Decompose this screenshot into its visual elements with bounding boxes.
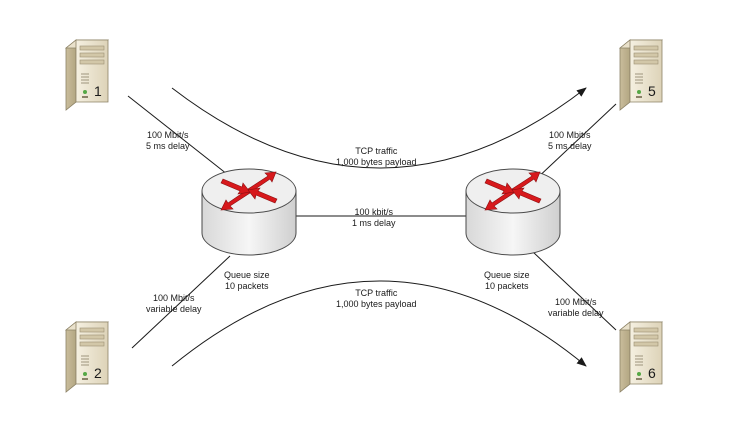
server-2: 2 bbox=[65, 321, 109, 393]
link-s1-rate: 100 Mbit/s bbox=[147, 130, 189, 140]
link-s5-label: 100 Mbit/s 5 ms delay bbox=[548, 130, 592, 152]
links bbox=[127, 95, 617, 349]
tcp-flow-bottom-label: TCP traffic 1,000 bytes payload bbox=[336, 288, 417, 310]
link-s6-delay: variable delay bbox=[548, 308, 604, 318]
router-left-queue-label: Queue size 10 packets bbox=[224, 270, 270, 292]
server-icon bbox=[619, 321, 663, 393]
server-1-label: 1 bbox=[94, 83, 102, 99]
link-s2-label: 100 Mbit/s variable delay bbox=[146, 293, 202, 315]
server-5-label: 5 bbox=[648, 83, 656, 99]
link-router-s6 bbox=[532, 251, 617, 331]
tcp-flow-bottom-title: TCP traffic bbox=[355, 288, 398, 298]
link-s5-delay: 5 ms delay bbox=[548, 141, 592, 151]
link-s2-delay: variable delay bbox=[146, 304, 202, 314]
tcp-flow-bottom-payload: 1,000 bytes payload bbox=[336, 299, 417, 309]
tcp-flow-top-payload: 1,000 bytes payload bbox=[336, 157, 417, 167]
link-s1-router bbox=[127, 95, 233, 179]
tcp-flow-top-label: TCP traffic 1,000 bytes payload bbox=[336, 146, 417, 168]
router-right bbox=[465, 168, 561, 256]
link-s1-label: 100 Mbit/s 5 ms delay bbox=[146, 130, 190, 152]
server-5: 5 bbox=[619, 39, 663, 111]
server-icon bbox=[65, 39, 109, 111]
link-s2-router bbox=[131, 255, 231, 349]
link-router-router-label: 100 kbit/s 1 ms delay bbox=[352, 207, 396, 229]
router-right-queue-label: Queue size 10 packets bbox=[484, 270, 530, 292]
server-2-label: 2 bbox=[94, 365, 102, 381]
router-right-queue-title: Queue size bbox=[484, 270, 530, 280]
link-s6-rate: 100 Mbit/s bbox=[555, 297, 597, 307]
router-left-queue-title: Queue size bbox=[224, 270, 270, 280]
server-icon bbox=[65, 321, 109, 393]
router-icon bbox=[201, 168, 297, 256]
router-icon bbox=[465, 168, 561, 256]
server-6: 6 bbox=[619, 321, 663, 393]
link-router-s5 bbox=[532, 103, 617, 183]
link-s1-delay: 5 ms delay bbox=[146, 141, 190, 151]
link-s5-rate: 100 Mbit/s bbox=[549, 130, 591, 140]
link-s2-rate: 100 Mbit/s bbox=[153, 293, 195, 303]
router-left-queue-size: 10 packets bbox=[225, 281, 269, 291]
tcp-flow-top-arrow bbox=[171, 87, 587, 169]
link-router-router-delay: 1 ms delay bbox=[352, 218, 396, 228]
server-1: 1 bbox=[65, 39, 109, 111]
link-s6-label: 100 Mbit/s variable delay bbox=[548, 297, 604, 319]
server-6-label: 6 bbox=[648, 365, 656, 381]
server-icon bbox=[619, 39, 663, 111]
tcp-flow-top-title: TCP traffic bbox=[355, 146, 398, 156]
tcp-flow-bottom-arrow bbox=[171, 280, 587, 367]
link-router-router-rate: 100 kbit/s bbox=[354, 207, 394, 217]
router-left bbox=[201, 168, 297, 256]
router-right-queue-size: 10 packets bbox=[485, 281, 529, 291]
